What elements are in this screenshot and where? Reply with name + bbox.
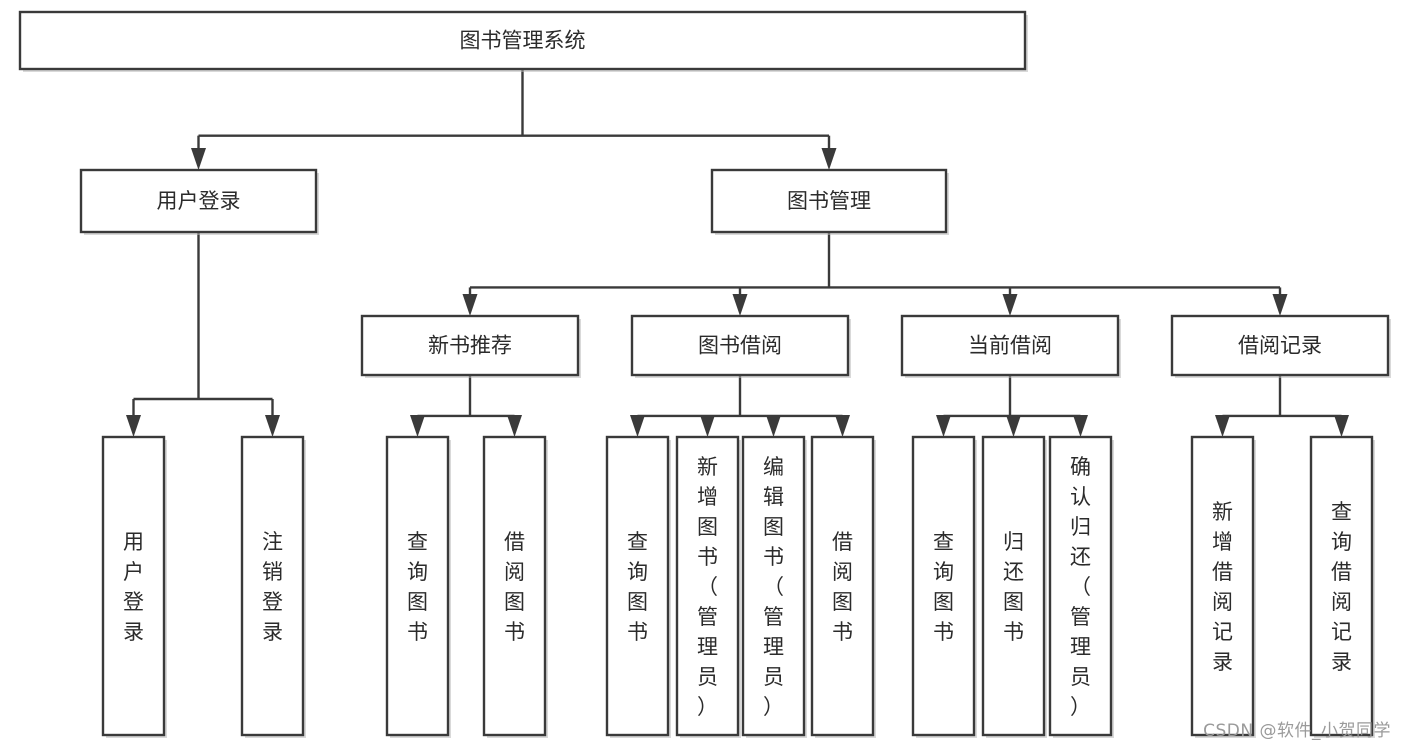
- node-label: 借阅记录: [1238, 334, 1322, 358]
- connector-group: [126, 232, 280, 437]
- node-box[interactable]: [741, 435, 806, 737]
- node-current-borrow[interactable]: 当前借阅: [900, 314, 1121, 378]
- connector-arrowhead: [766, 415, 781, 437]
- node-book-manage[interactable]: 图书管理: [710, 168, 949, 235]
- connector-arrowhead: [126, 415, 141, 437]
- node-box[interactable]: [482, 435, 547, 737]
- node-label: 图书管理: [787, 189, 871, 213]
- node-label: 查询图书: [407, 530, 428, 644]
- node-box[interactable]: [385, 435, 450, 737]
- connector-group: [410, 375, 522, 437]
- node-label: 图书借阅: [698, 334, 782, 358]
- connector-arrowhead: [700, 415, 715, 437]
- node-box[interactable]: [1190, 435, 1255, 737]
- node-box[interactable]: [360, 314, 580, 377]
- connector-group: [1215, 375, 1349, 437]
- node-box[interactable]: [981, 435, 1046, 737]
- connector-arrowhead: [191, 148, 206, 170]
- node-box[interactable]: [630, 314, 850, 377]
- connector-arrowhead: [835, 415, 850, 437]
- node-box[interactable]: [675, 435, 740, 737]
- node-label: 查询图书: [933, 530, 954, 644]
- connector-arrowhead: [410, 415, 425, 437]
- node-label: 编辑图书（管理员）: [763, 455, 784, 719]
- node-label: 新增借阅记录: [1212, 500, 1233, 674]
- node-label: 用户登录: [157, 189, 241, 213]
- node-label: 新书推荐: [428, 334, 512, 358]
- node-leaf-rec-borrow[interactable]: 借阅图书: [482, 435, 548, 738]
- node-label: 用户登录: [123, 530, 144, 644]
- connector-arrowhead: [821, 148, 837, 170]
- node-label: 归还图书: [1003, 530, 1024, 644]
- node-label: 借阅图书: [504, 530, 525, 644]
- node-label: 借阅图书: [832, 530, 853, 644]
- csdn-watermark: CSDN @软件_小贺同学: [1203, 721, 1391, 741]
- node-leaf-borrow-add[interactable]: 新增图书（管理员）: [675, 435, 741, 738]
- node-label: 新增图书（管理员）: [697, 455, 718, 719]
- node-leaf-user-login[interactable]: 用户登录: [101, 435, 167, 738]
- node-label: 注销登录: [262, 530, 283, 644]
- node-box[interactable]: [605, 435, 670, 737]
- node-leaf-rec-query[interactable]: 查询图书: [385, 435, 451, 738]
- node-label: 当前借阅: [968, 334, 1052, 358]
- connector-layer: [126, 69, 1349, 437]
- node-user-login[interactable]: 用户登录: [79, 168, 319, 235]
- node-layer: 图书管理系统用户登录图书管理新书推荐图书借阅当前借阅借阅记录用户登录注销登录查询…: [18, 10, 1391, 738]
- node-label: 查询借阅记录: [1331, 500, 1352, 674]
- connector-arrowhead: [936, 415, 951, 437]
- node-box[interactable]: [911, 435, 976, 737]
- node-book-borrow[interactable]: 图书借阅: [630, 314, 851, 378]
- connector-arrowhead: [1006, 415, 1021, 437]
- node-box[interactable]: [1309, 435, 1374, 737]
- node-box[interactable]: [710, 168, 948, 234]
- connector-arrowhead: [630, 415, 645, 437]
- connector-arrowhead: [1002, 294, 1018, 316]
- node-box[interactable]: [900, 314, 1120, 377]
- node-box[interactable]: [1048, 435, 1113, 737]
- node-leaf-rec-add[interactable]: 新增借阅记录: [1190, 435, 1256, 738]
- connector-arrowhead: [1334, 415, 1349, 437]
- connector-arrowhead: [1073, 415, 1088, 437]
- node-borrow-record[interactable]: 借阅记录: [1170, 314, 1391, 378]
- connector-arrowhead: [732, 294, 748, 316]
- node-box[interactable]: [18, 10, 1027, 71]
- node-leaf-cur-query[interactable]: 查询图书: [911, 435, 977, 738]
- node-box[interactable]: [1170, 314, 1390, 377]
- node-leaf-borrow-edit[interactable]: 编辑图书（管理员）: [741, 435, 807, 738]
- node-box[interactable]: [810, 435, 875, 737]
- node-leaf-borrow-lend[interactable]: 借阅图书: [810, 435, 876, 738]
- connector-group: [191, 69, 837, 170]
- node-leaf-borrow-query[interactable]: 查询图书: [605, 435, 671, 738]
- node-label: 确认归还（管理员）: [1070, 455, 1091, 719]
- connector-group: [462, 232, 1288, 316]
- node-box[interactable]: [79, 168, 318, 234]
- connector-arrowhead: [1272, 294, 1288, 316]
- node-leaf-cur-return[interactable]: 归还图书: [981, 435, 1047, 738]
- connector-arrowhead: [462, 294, 478, 316]
- node-box[interactable]: [240, 435, 305, 737]
- connector-arrowhead: [265, 415, 280, 437]
- connector-arrowhead: [1215, 415, 1230, 437]
- connector-arrowhead: [507, 415, 522, 437]
- node-leaf-cur-confirm[interactable]: 确认归还（管理员）: [1048, 435, 1114, 738]
- node-leaf-user-logout[interactable]: 注销登录: [240, 435, 306, 738]
- node-box[interactable]: [101, 435, 166, 737]
- connector-group: [936, 375, 1088, 437]
- node-label: 查询图书: [627, 530, 648, 644]
- node-root[interactable]: 图书管理系统: [18, 10, 1028, 72]
- node-label: 图书管理系统: [460, 29, 586, 53]
- node-leaf-rec-query2[interactable]: 查询借阅记录: [1309, 435, 1375, 738]
- connector-group: [630, 375, 850, 437]
- node-new-book-rec[interactable]: 新书推荐: [360, 314, 581, 378]
